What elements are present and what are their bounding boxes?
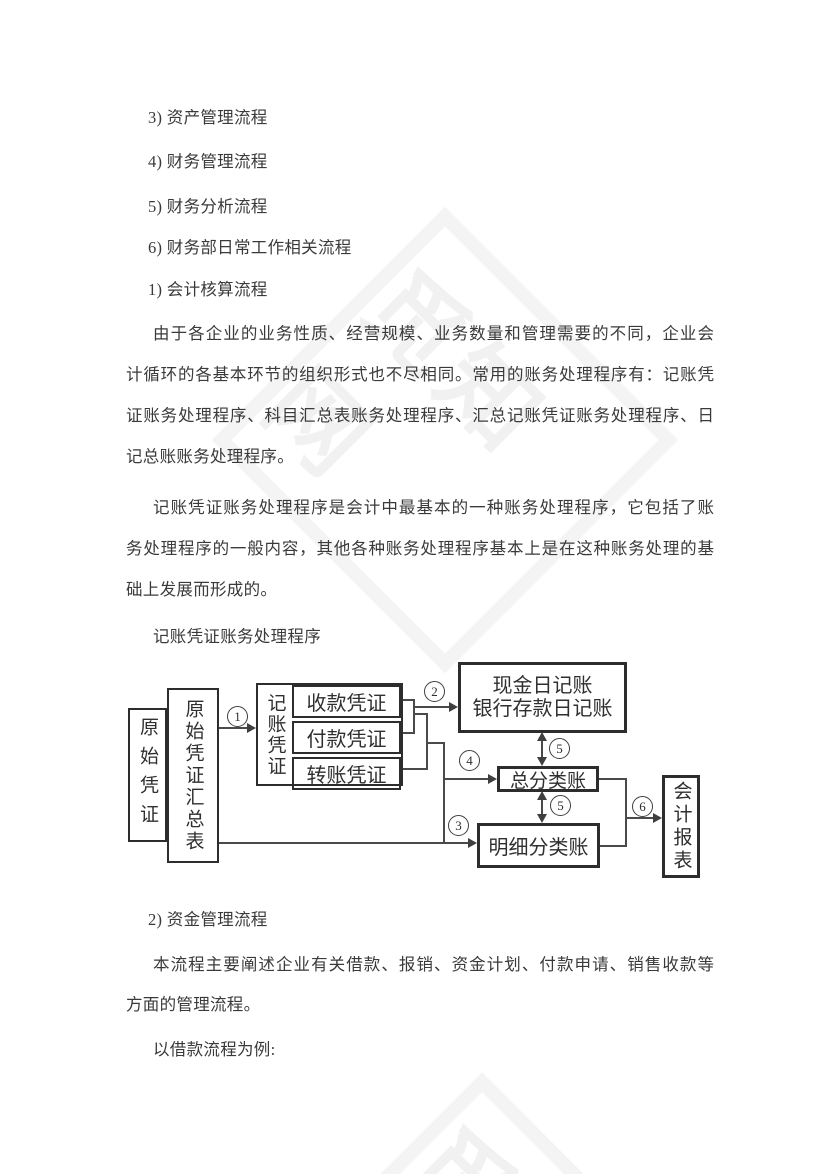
watermark-text: 觅知网 [285, 1092, 631, 1174]
section-heading: 2) 资金管理流程 [148, 910, 268, 929]
paragraph-line: 记总账账务处理程序。 [126, 447, 294, 466]
connector-line [541, 740, 543, 759]
connector-line [403, 699, 414, 701]
connector-line [403, 732, 414, 734]
step-circle-1: 1 [227, 706, 248, 727]
list-item: 6) 财务部日常工作相关流程 [148, 238, 352, 257]
connector-line [541, 798, 543, 817]
connector-line [219, 842, 468, 844]
arrowhead-down [537, 814, 547, 823]
paragraph-line: 记账凭证账务处理程序是会计中最基本的一种账务处理程序，它包括了账 [153, 498, 714, 517]
connector-line [443, 778, 488, 780]
box-original-voucher: 原始凭证 [128, 708, 167, 842]
list-item: 4) 财务管理流程 [148, 152, 268, 171]
paragraph-line: 以借款流程为例: [153, 1040, 276, 1059]
connector-line [403, 768, 428, 770]
connector-line [443, 742, 445, 844]
step-circle-5b: 5 [550, 795, 571, 816]
box-journal-voucher-group: 记账凭证 收款凭证 付款凭证 转账凭证 [256, 683, 403, 790]
connector-line [413, 706, 449, 708]
box-journal-voucher-label: 记账凭证 [264, 692, 286, 777]
paragraph-line: 务处理程序的一般内容，其他各种账务处理程序基本上是在这种账务处理的基 [126, 539, 714, 558]
paragraph-line: 证账务处理程序、科目汇总表账务处理程序、汇总记账凭证账务处理程序、日 [126, 406, 714, 425]
paragraph-line: 础上发展而形成的。 [126, 580, 278, 599]
box-original-voucher-summary: 原始凭证汇总表 [167, 688, 219, 863]
connector-line [426, 713, 428, 770]
step-circle-5a: 5 [549, 738, 570, 759]
watermark-partial: 觅知网 [312, 1072, 652, 1174]
bank-journal-line: 银行存款日记账 [472, 697, 613, 720]
paragraph-line: 本流程主要阐述企业有关借款、报销、资金计划、付款申请、销售收款等 [153, 955, 714, 974]
box-accounting-report: 会计报表 [662, 775, 700, 878]
voucher-cells: 收款凭证 付款凭证 转账凭证 [292, 685, 401, 790]
connector-line [414, 713, 428, 715]
step-circle-4: 4 [459, 750, 480, 771]
arrowhead-right [247, 723, 256, 733]
connector-line [426, 742, 445, 744]
list-item: 5) 财务分析流程 [148, 197, 268, 216]
list-item: 1) 会计核算流程 [148, 280, 268, 299]
arrowhead-right [449, 702, 458, 712]
box-subsidiary-ledger: 明细分类账 [477, 823, 600, 868]
box-payment-voucher: 付款凭证 [292, 721, 401, 754]
connector-line [599, 778, 625, 780]
arrowhead-down [537, 757, 547, 766]
connector-line [413, 699, 415, 734]
paragraph-line: 计循环的各基本环节的组织形式也不尽相同。常用的账务处理程序有：记账凭 [126, 365, 714, 384]
box-general-ledger: 总分类账 [497, 766, 599, 792]
connector-line [600, 845, 625, 847]
step-circle-6: 6 [632, 796, 653, 817]
box-cash-bank-journal: 现金日记账 银行存款日记账 [458, 662, 627, 733]
connector-line [219, 727, 249, 729]
watermark-text: 觅知网 [244, 252, 566, 501]
arrowhead-right [653, 813, 662, 823]
diagram-caption: 记账凭证账务处理程序 [153, 627, 321, 646]
arrowhead-up [537, 791, 547, 800]
box-receipt-voucher: 收款凭证 [292, 685, 401, 718]
watermark: 觅知网 [211, 206, 679, 674]
step-circle-2: 2 [424, 681, 445, 702]
arrowhead-right [468, 838, 477, 848]
connector-line [625, 778, 627, 847]
arrowhead-right [488, 774, 497, 784]
list-item: 3) 资产管理流程 [148, 108, 268, 127]
arrowhead-up [537, 732, 547, 741]
cash-journal-line: 现金日记账 [492, 674, 593, 697]
paragraph-line: 方面的管理流程。 [126, 995, 261, 1014]
connector-line [625, 817, 653, 819]
paragraph-line: 由于各企业的业务性质、经营规模、业务数量和管理需要的不同，企业会 [153, 324, 714, 343]
step-circle-3: 3 [448, 815, 469, 836]
box-transfer-voucher: 转账凭证 [292, 757, 401, 790]
